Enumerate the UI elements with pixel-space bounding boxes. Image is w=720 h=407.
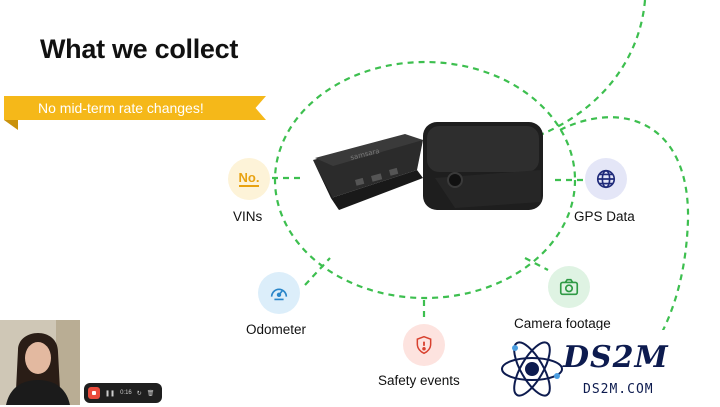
recording-controls: ❚❚ 0:16 ↻ 🗑	[84, 383, 162, 403]
odometer-node-icon	[258, 272, 300, 314]
restart-icon[interactable]: ↻	[136, 390, 142, 397]
number-icon: No.	[238, 170, 260, 187]
safety-label: Safety events	[378, 373, 460, 388]
camera-icon	[559, 278, 579, 296]
slide-title: What we collect	[40, 34, 239, 64]
trash-icon[interactable]: 🗑	[146, 390, 155, 397]
telematics-device-illustration: samsara	[313, 122, 543, 210]
watermark-domain: DS2M.COM	[583, 382, 654, 397]
gps-label: GPS Data	[574, 209, 635, 224]
camera-label: Camera footage	[514, 316, 611, 331]
safety-node-icon	[403, 324, 445, 366]
presenter-webcam	[0, 320, 80, 405]
stop-recording-button[interactable]	[88, 387, 100, 399]
vins-label: VINs	[233, 209, 263, 224]
vins-node-icon: No.	[228, 158, 270, 200]
atom-logo-icon	[501, 341, 563, 397]
watermark-brand: DS2M	[563, 340, 669, 375]
gps-node-icon	[585, 158, 627, 200]
banner: No mid-term rate changes!	[4, 96, 266, 120]
odometer-label: Odometer	[246, 322, 307, 337]
pause-icon[interactable]: ❚❚	[105, 390, 116, 397]
shield-alert-icon	[416, 335, 432, 355]
gauge-icon	[270, 288, 288, 301]
presenter-avatar	[0, 320, 80, 405]
globe-icon	[596, 169, 616, 189]
recording-time: 0:16	[120, 390, 132, 396]
camera-node-icon	[548, 266, 590, 308]
banner-fold	[4, 120, 18, 130]
